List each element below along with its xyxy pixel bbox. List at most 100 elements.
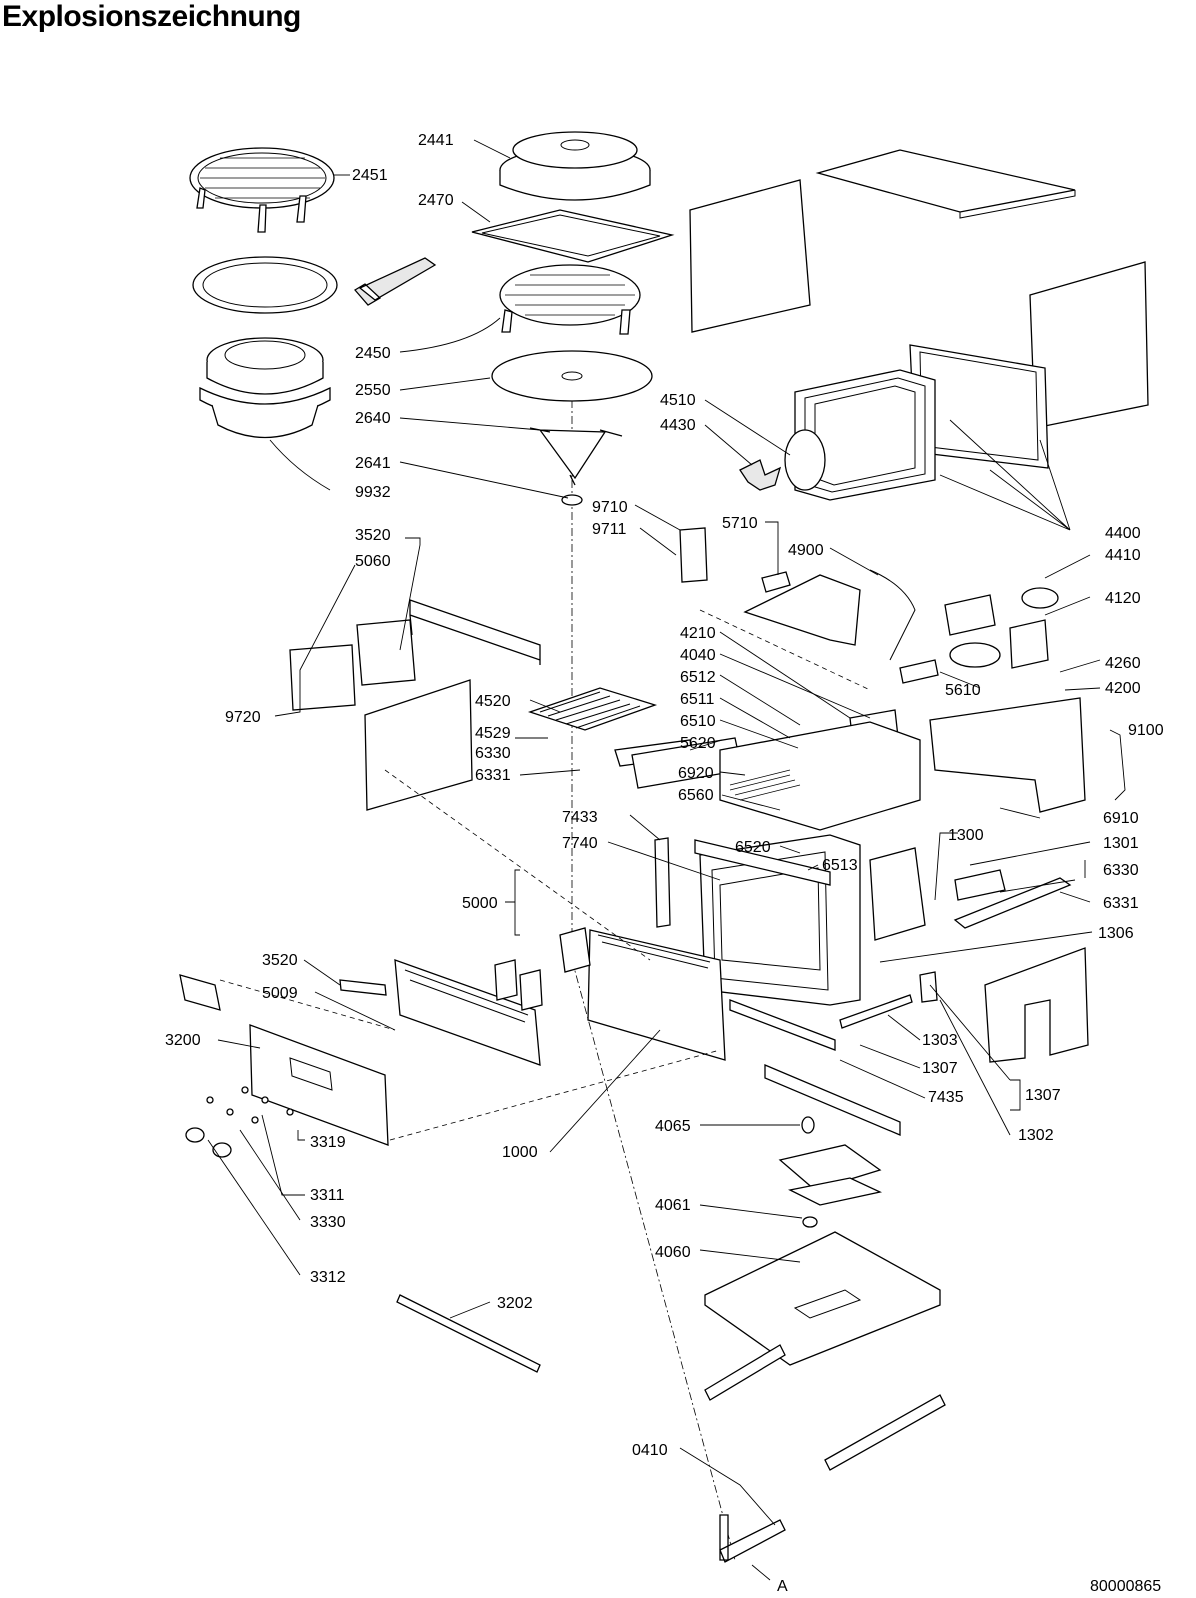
label-4040: 4040 [680,647,716,664]
label-6331: 6331 [475,767,511,784]
fan-ring-4510 [784,429,826,491]
foot-rail-0410 [719,1514,786,1563]
label-6513: 6513 [822,857,858,874]
cover-2441 [499,131,651,201]
label-4065: 4065 [655,1118,691,1135]
label-3312: 3312 [310,1269,346,1286]
label-6920: 6920 [678,765,714,782]
coupler-4065 [801,1116,815,1134]
trim-strip [179,974,221,1011]
label-0410: 0410 [632,1442,668,1459]
label-1302: 1302 [1018,1127,1054,1144]
label-2450: 2450 [355,345,391,362]
label-6330: 6330 [475,745,511,762]
roller-ring-2640 [529,427,623,486]
label-9100: 9100 [1128,722,1164,739]
label-4210: 4210 [680,625,716,642]
insulation-panel [364,679,473,811]
label-1306: 1306 [1098,925,1134,942]
capacitor-5610 [899,659,939,684]
magnetron-4120 [949,642,1001,668]
top-cover [815,149,1076,213]
label-6560: 6560 [678,787,714,804]
label-2470: 2470 [418,192,454,209]
label-5009: 5009 [262,985,298,1002]
mount-bracket-9100 [929,697,1086,813]
coupler-2641 [561,494,583,506]
label-9710: 9710 [592,499,628,516]
door-seal-frames-4400 [794,369,936,501]
label-9711: 9711 [592,521,627,538]
cavity-top [719,721,921,831]
label-3520b: 3520 [262,952,298,969]
side-panel-left [689,179,811,333]
label-3311: 3311 [310,1187,345,1204]
label-6910: 6910 [1103,810,1139,827]
label-4520: 4520 [475,693,511,710]
label-2451: 2451 [352,167,388,184]
motor-4260 [1021,587,1059,609]
fan-4430 [739,459,782,491]
label-5000: 5000 [462,895,498,912]
part-labels: 2441 2451 2470 2450 2550 2640 2641 9932 … [165,132,1164,1595]
label-5710: 5710 [722,515,758,532]
label-9720: 9720 [225,709,261,726]
waveguide-bracket [743,574,861,646]
label-4430: 4430 [660,417,696,434]
detail-marker-a: A [777,1578,788,1595]
insulation-1306 [984,947,1089,1063]
label-3319: 3319 [310,1134,346,1151]
label-1307: 1307 [922,1060,958,1077]
frame-6520 [694,839,831,886]
latch-rod-1303 [839,994,913,1029]
label-3200: 3200 [165,1032,201,1049]
plate-lifter [354,257,437,306]
transformer-4410 [944,594,996,636]
label-3520: 3520 [355,527,391,544]
round-baking-plate [192,256,338,314]
control-pcb-9720 [289,644,356,711]
label-6331b: 6331 [1103,895,1139,912]
label-5610: 5610 [945,682,981,699]
round-rack-2450 [499,264,641,335]
label-7433: 7433 [562,809,598,826]
rail-7435 [764,1064,901,1136]
label-1303: 1303 [922,1032,958,1049]
label-4060: 4060 [655,1244,691,1261]
label-4900: 4900 [788,542,824,559]
grill-heater-4520 [527,687,658,731]
label-4510: 4510 [660,392,696,409]
label-1300: 1300 [948,827,984,844]
side-panel-right [1029,261,1149,429]
rail-3520 [409,599,541,665]
label-2550: 2550 [355,382,391,399]
label-4061: 4061 [655,1197,691,1214]
label-3330: 3330 [310,1214,346,1231]
label-4410: 4410 [1105,547,1141,564]
knobs-3312 [185,1127,232,1158]
label-9932: 9932 [355,484,391,501]
switch-1301 [954,869,1006,901]
label-2441: 2441 [418,132,454,149]
label-4400: 4400 [1105,525,1141,542]
strip-3202 [396,1294,541,1373]
label-2641: 2641 [355,455,391,472]
relay-bracket-9710 [679,527,708,583]
cable-4900 [869,569,916,661]
foot-rail-left [704,1344,786,1401]
turntable-plate-2550 [491,350,653,402]
label-1000: 1000 [502,1144,538,1161]
plate-6331 [953,877,1072,929]
clip-3520b [339,979,387,996]
label-4120: 4120 [1105,590,1141,607]
leader-lines [207,139,1126,1581]
drawing-number: 80000865 [1090,1578,1161,1595]
label-4260: 4260 [1105,655,1141,672]
label-7740: 7740 [562,835,598,852]
rail-7433 [654,837,671,928]
steam-cooker-9932 [199,337,331,439]
label-3202: 3202 [497,1295,533,1312]
pcb-bracket-5060 [356,619,416,686]
label-1307b: 1307 [1025,1087,1061,1104]
